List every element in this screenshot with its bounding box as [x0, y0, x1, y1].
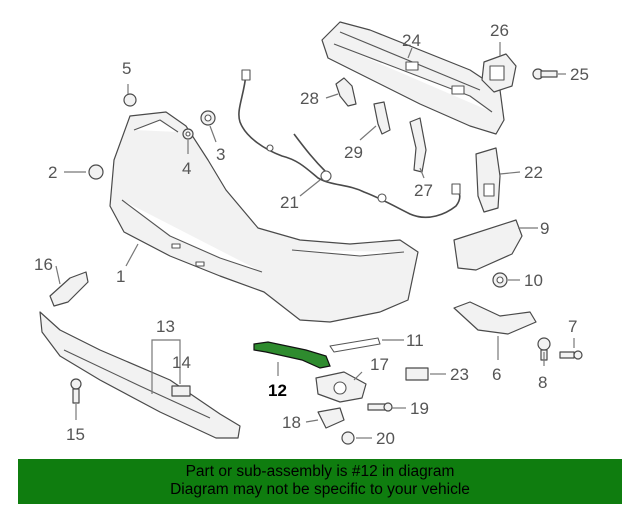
part-9-bracket — [453, 219, 523, 271]
callout-18: 18 — [282, 413, 301, 432]
callout-8: 8 — [538, 373, 547, 392]
part-22-side-bracket — [475, 147, 501, 213]
part-28-bracket — [335, 77, 357, 107]
part-29-bracket — [373, 101, 391, 135]
part-3-grommet — [200, 110, 216, 126]
part-14-clip — [171, 385, 191, 397]
part-23-connector — [405, 367, 429, 381]
part-2-screw — [88, 164, 104, 180]
callout-12: 12 — [268, 381, 287, 400]
callout-3: 3 — [216, 145, 225, 164]
callout-7: 7 — [568, 317, 577, 336]
part-7-screw — [559, 350, 583, 360]
callout-2: 2 — [48, 163, 57, 182]
banner-line-part: Part or sub-assembly is #12 in diagram — [185, 463, 455, 480]
part-1-bumper-cover — [109, 111, 419, 323]
callout-24: 24 — [402, 31, 421, 50]
part-6-bracket — [453, 301, 537, 335]
callout-16: 16 — [34, 255, 53, 274]
part-18-bracket — [317, 407, 345, 429]
callout-9: 9 — [540, 219, 549, 238]
callout-14: 14 — [172, 353, 191, 372]
part-10-nut — [492, 272, 508, 288]
callout-6: 6 — [492, 365, 501, 384]
callout-5: 5 — [122, 59, 131, 78]
part-5-bolt — [123, 93, 137, 107]
part-26-bracket — [481, 53, 517, 93]
part-13-lower-valance — [39, 311, 241, 439]
callout-27: 27 — [414, 181, 433, 200]
info-banner: Part or sub-assembly is #12 in diagram D… — [18, 459, 622, 504]
part-20-nut — [341, 431, 355, 445]
callout-13: 13 — [156, 317, 175, 336]
callout-15: 15 — [66, 425, 85, 444]
callout-11: 11 — [406, 331, 424, 350]
part-12-highlighted-molding — [253, 341, 331, 369]
part-19-bolt — [367, 402, 393, 412]
part-25-bolt — [532, 68, 558, 80]
callout-4: 4 — [182, 159, 191, 178]
callout-26: 26 — [490, 21, 509, 40]
callout-23: 23 — [450, 365, 469, 384]
callout-10: 10 — [524, 271, 543, 290]
part-21-wiring-harness — [238, 69, 461, 219]
part-17-lamp-assembly — [315, 371, 367, 403]
part-24-reinforcement-bar — [321, 21, 505, 135]
callout-28: 28 — [300, 89, 319, 108]
callout-1: 1 — [116, 267, 125, 286]
callout-29: 29 — [344, 143, 363, 162]
callout-22: 22 — [524, 163, 543, 182]
leader-lines — [55, 42, 575, 439]
callout-25: 25 — [570, 65, 589, 84]
callout-labels: 5 2 3 4 1 6 7 8 9 10 11 12 13 14 15 16 1… — [34, 21, 589, 448]
callout-21: 21 — [280, 193, 299, 212]
callout-19: 19 — [410, 399, 429, 418]
callout-20: 20 — [376, 429, 395, 448]
banner-line-disclaimer: Diagram may not be specific to your vehi… — [170, 481, 470, 498]
part-4-washer — [182, 128, 194, 140]
part-27-bracket — [409, 117, 427, 173]
part-11-trim — [329, 337, 381, 353]
callout-17: 17 — [370, 355, 389, 374]
part-16-molding — [49, 271, 89, 307]
part-15-bolt — [70, 378, 82, 404]
